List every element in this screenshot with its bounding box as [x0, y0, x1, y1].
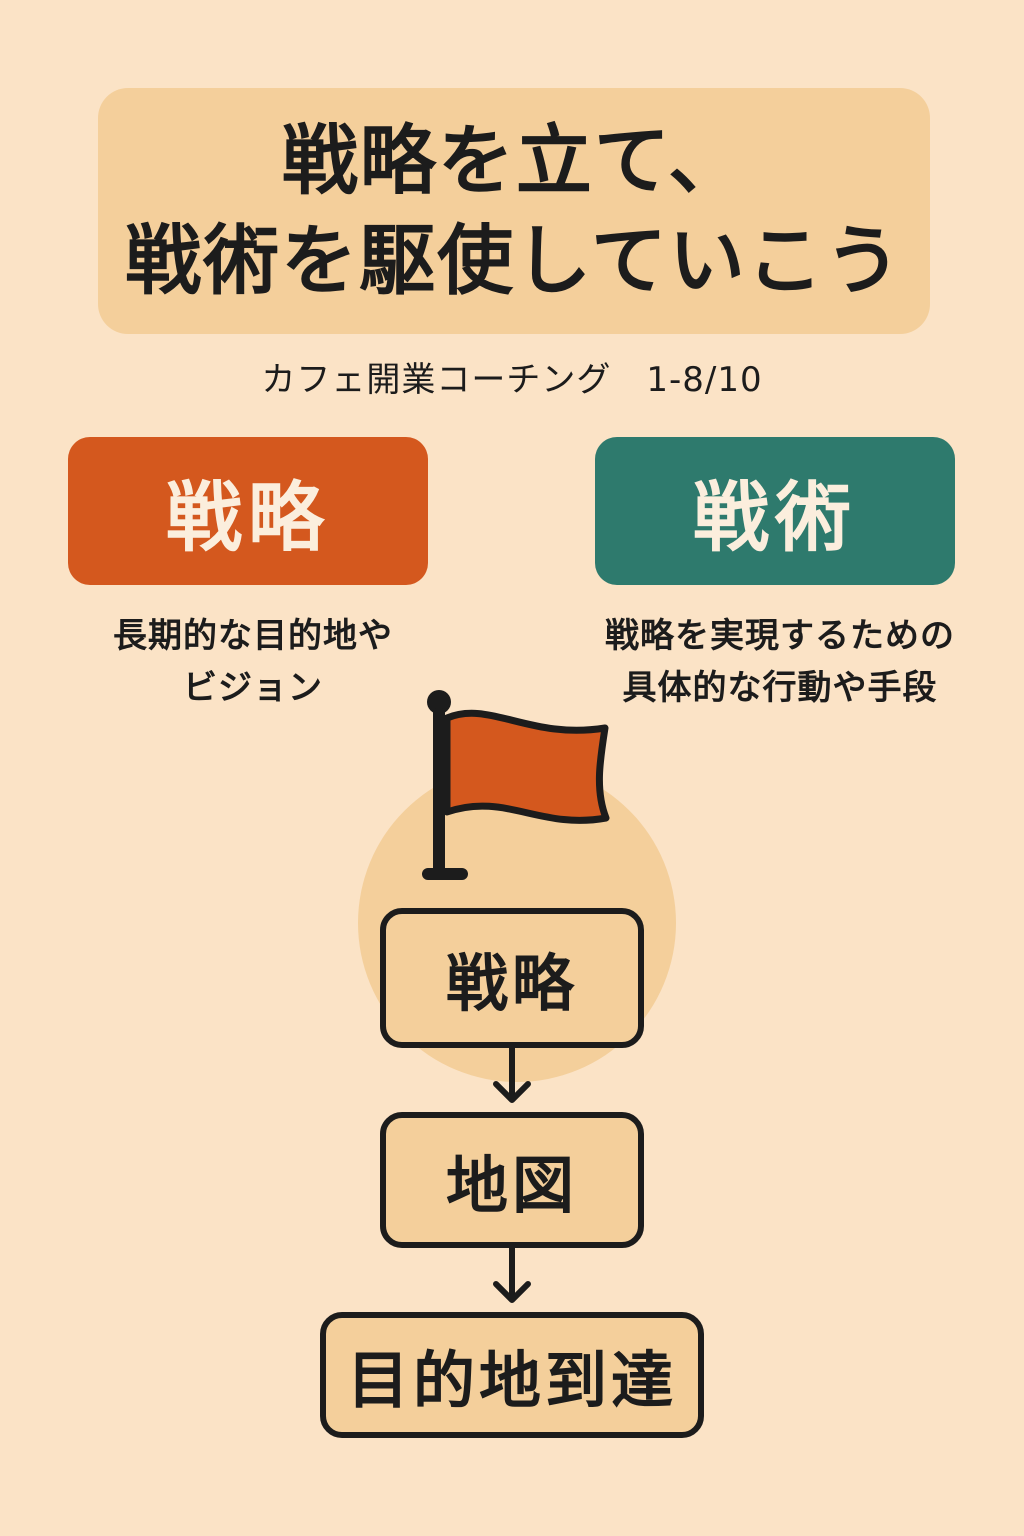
title-line-2: 戦術を駆使していこう — [125, 216, 903, 305]
tactics-description-line-1: 戦略を実現するための — [605, 616, 955, 656]
flow-step-destination-label: 目的地到達 — [346, 1344, 677, 1417]
flag-icon — [422, 690, 610, 880]
strategy-description-line-1: 長期的な目的地や — [113, 616, 393, 656]
subtitle: カフェ開業コーチング 1-8/10 — [261, 360, 763, 400]
flow-step-strategy-label: 戦略 — [445, 947, 578, 1020]
flow-step-map-label: 地図 — [445, 1149, 578, 1222]
tactics-label: 戦術 — [693, 473, 857, 562]
arrow-down-icon — [493, 1046, 531, 1103]
strategy-label: 戦略 — [166, 473, 330, 562]
tactics-label-box: 戦術 — [595, 437, 955, 585]
flow-step-strategy: 戦略 — [380, 908, 644, 1048]
arrow-down-icon — [493, 1246, 531, 1303]
strategy-label-box: 戦略 — [68, 437, 428, 585]
flow-step-map: 地図 — [380, 1112, 644, 1248]
title-line-1: 戦略を立て、 — [281, 116, 747, 205]
tactics-description-line-2: 具体的な行動や手段 — [622, 668, 938, 708]
strategy-description-line-2: ビジョン — [183, 668, 323, 708]
flow-step-destination: 目的地到達 — [320, 1312, 704, 1438]
title-banner: 戦略を立て、 戦術を駆使していこう — [98, 88, 930, 334]
tactics-description: 戦略を実現するための 具体的な行動や手段 — [570, 610, 990, 714]
strategy-description: 長期的な目的地や ビジョン — [58, 610, 448, 714]
